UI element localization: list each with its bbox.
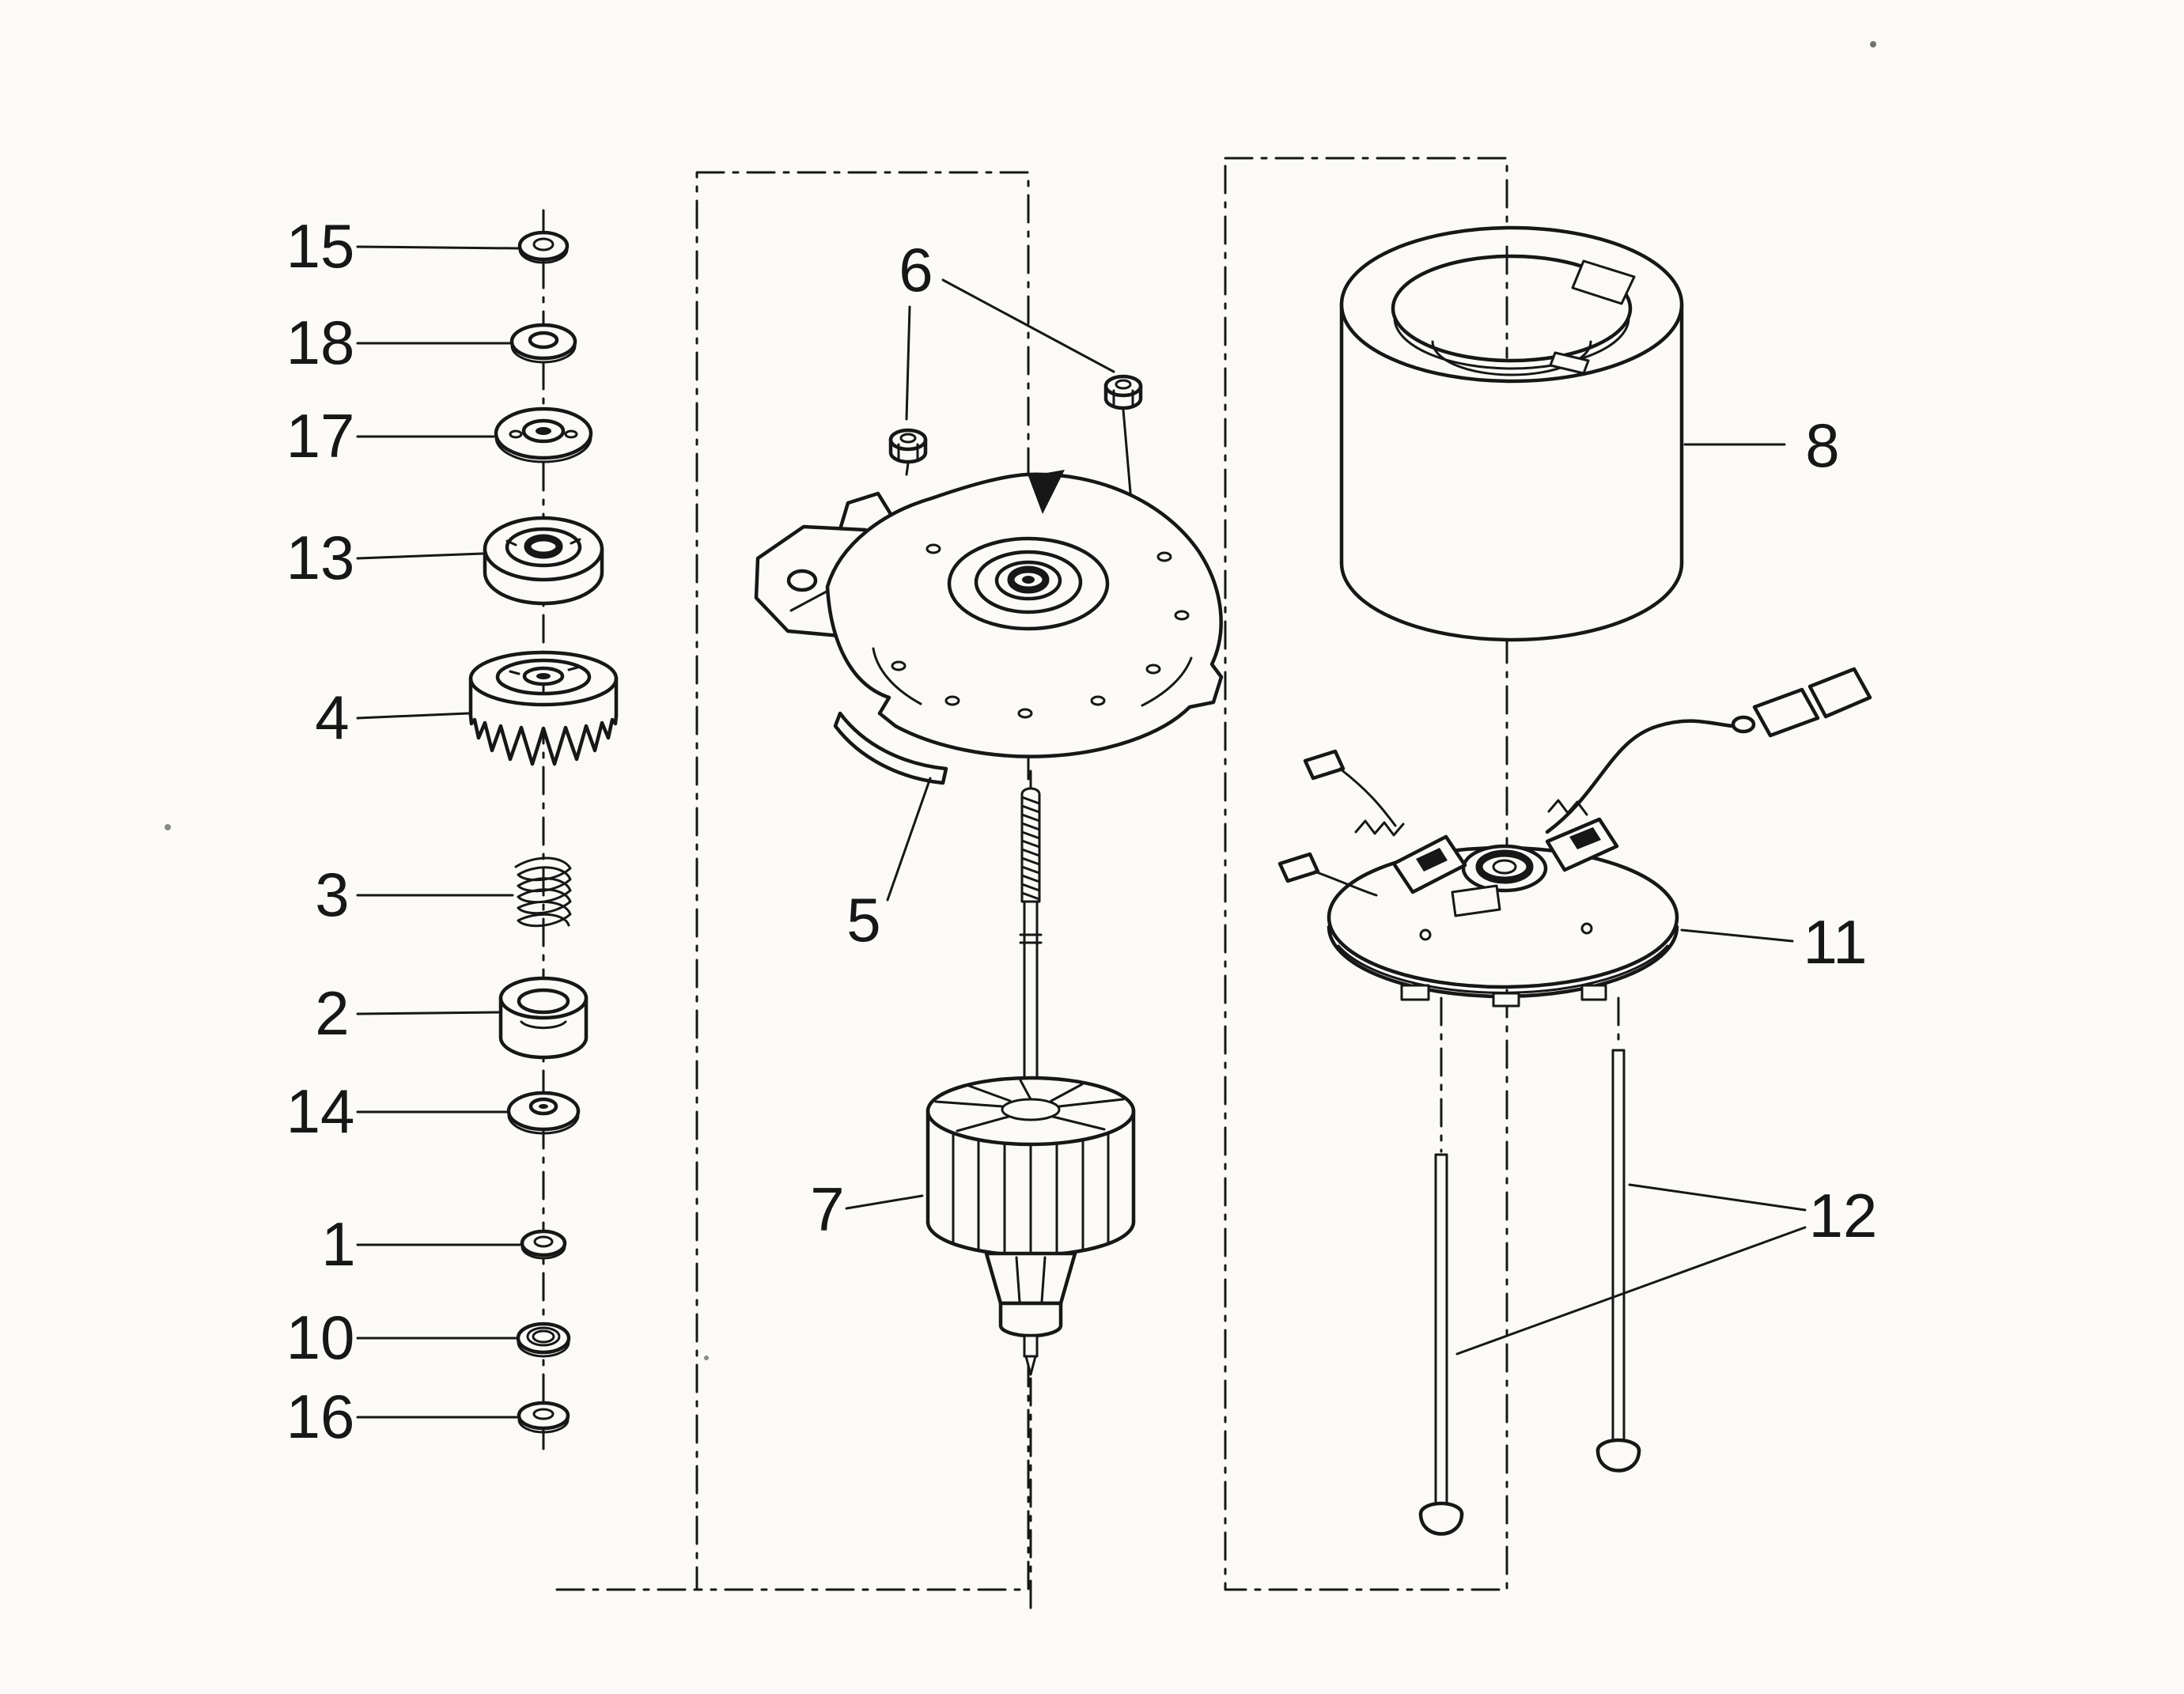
commutator [998, 1301, 1063, 1338]
leader-15 [356, 245, 520, 250]
callout-7: 7 [810, 1174, 844, 1244]
left-parts-column [468, 230, 619, 1434]
callout-1: 1 [321, 1209, 355, 1279]
hex-nut-right [1103, 374, 1143, 503]
callout-12: 12 [1809, 1181, 1878, 1250]
scan-specks [165, 41, 1876, 1360]
callout-11: 11 [1804, 907, 1868, 977]
callout-3: 3 [315, 860, 349, 929]
bore-tab [1549, 351, 1590, 375]
part-11-brush-plate [1277, 667, 1872, 1008]
callout-18: 18 [286, 308, 355, 377]
leader-12a [1628, 1183, 1807, 1212]
lower-flange-strip [833, 711, 948, 785]
part-17-retainer-plate [494, 406, 593, 463]
part-1-washer [520, 1229, 567, 1260]
through-bolt-right [1595, 1049, 1641, 1473]
core-lamination-spokes [934, 1079, 1125, 1132]
bore-notch [1571, 259, 1636, 305]
leader-7 [845, 1194, 924, 1210]
part-5-end-frame [754, 470, 1224, 785]
leader-11 [1680, 928, 1794, 943]
connector-sleeve [1752, 687, 1820, 738]
brush-spring-left [1354, 819, 1405, 837]
part-14-washer [506, 1091, 581, 1135]
leader-6b [941, 278, 1115, 373]
armature-core-top [925, 1076, 1136, 1147]
shaft-tip [1023, 1334, 1039, 1358]
leader-6a [905, 305, 911, 421]
callout-8: 8 [1805, 410, 1839, 480]
leader-13 [356, 552, 484, 560]
part-18-washer [509, 323, 577, 364]
part-15-locknut [517, 230, 570, 264]
through-bolt-left [1418, 1153, 1464, 1536]
lead-wire [1545, 719, 1735, 834]
brush-holder-front [1451, 884, 1501, 917]
part-10-washer [516, 1322, 571, 1358]
callout-numbers: 15 18 17 13 4 3 2 14 1 10 16 6 5 7 8 11 … [286, 211, 1878, 1451]
callout-14: 14 [286, 1076, 355, 1146]
leader-5 [886, 777, 932, 902]
leader-2 [356, 1011, 500, 1015]
callout-10: 10 [286, 1303, 355, 1372]
part-6-nuts [888, 374, 1143, 503]
middle-assembly [754, 374, 1224, 1376]
housing-bore [1391, 254, 1633, 363]
leader-lines [356, 245, 1807, 1419]
stamped-mark [1028, 470, 1065, 514]
callout-5: 5 [846, 885, 880, 955]
core-slot-lines [952, 1131, 1110, 1257]
commutator-taper [984, 1251, 1077, 1306]
terminal-lower-left [1277, 852, 1320, 883]
part-3-spring [514, 856, 572, 928]
leader-12b [1455, 1226, 1807, 1356]
shaft [1023, 900, 1039, 1107]
callout-4: 4 [315, 683, 349, 752]
part-8-motor-housing [1339, 225, 1684, 642]
part-2-bushing [498, 976, 589, 1060]
gear-teeth [468, 713, 619, 766]
thread-hatching [1020, 796, 1041, 901]
part-13-bearing [483, 516, 604, 606]
middle-assembly-box [695, 171, 1030, 1591]
connector-plug [1807, 667, 1872, 719]
callout-13: 13 [286, 523, 355, 592]
hex-nut-left [888, 428, 928, 476]
part-16-washer [517, 1401, 570, 1434]
callout-2: 2 [315, 978, 349, 1048]
callout-16: 16 [286, 1382, 355, 1451]
part-12-through-bolts [1418, 1049, 1641, 1536]
part-4-pinion-gear [468, 650, 619, 766]
part-7-armature [925, 787, 1136, 1376]
callout-6: 6 [899, 235, 933, 304]
right-assembly [1277, 225, 1872, 1536]
leader-4 [356, 712, 470, 720]
callout-15: 15 [286, 211, 355, 281]
spring-coil [514, 856, 572, 928]
terminal-upper-left [1303, 749, 1346, 781]
callout-17: 17 [286, 401, 355, 471]
